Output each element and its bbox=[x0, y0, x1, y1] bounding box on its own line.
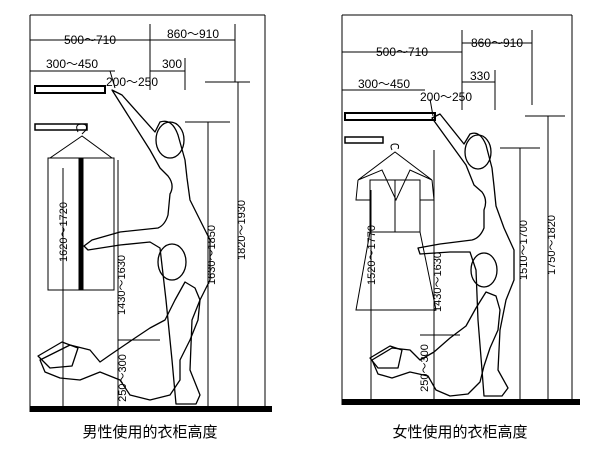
women-top-shelf bbox=[344, 112, 436, 121]
men-hanger-hook bbox=[76, 123, 87, 135]
women-shoe-box bbox=[369, 345, 403, 369]
men-height-label-top: 1820～1930 bbox=[236, 200, 248, 260]
women-width-label-c: 300～450 bbox=[358, 77, 410, 91]
men-standing-body bbox=[83, 89, 211, 405]
men-height-label-low: 250～300 bbox=[117, 354, 129, 402]
women-dress-skirt bbox=[355, 231, 437, 311]
men-crouching-body bbox=[39, 281, 201, 401]
men-height-label-reach: 1430～1630 bbox=[116, 255, 128, 315]
men-crouching-figure bbox=[37, 243, 201, 401]
women-width-label-b: 860～910 bbox=[471, 36, 523, 50]
men-standing-head bbox=[155, 121, 185, 159]
men-standing-figure bbox=[83, 89, 211, 405]
women-crouching-body bbox=[371, 291, 501, 397]
men-floor bbox=[30, 406, 272, 412]
women-height-label-low: 250～300 bbox=[419, 344, 431, 392]
men-height-label-shoulder: 1630～1850 bbox=[206, 225, 218, 285]
women-standing-figure bbox=[417, 113, 515, 397]
women-height-label-hang: 1520～1770 bbox=[366, 225, 378, 285]
men-height-label-hang: 1620～1720 bbox=[58, 202, 70, 262]
men-width-label-a: 500～710 bbox=[64, 33, 116, 47]
women-crouching-head bbox=[470, 252, 498, 288]
men-caption: 男性使用的衣柜高度 bbox=[82, 423, 217, 441]
men-crouching-head bbox=[157, 243, 187, 281]
women-caption: 女性使用的衣柜高度 bbox=[392, 423, 527, 441]
women-crouching-figure bbox=[369, 252, 501, 397]
women-floor bbox=[342, 399, 580, 405]
men-dim-leader bbox=[109, 70, 116, 89]
women-hanging-rod bbox=[344, 136, 384, 144]
women-height-label-top: 1750～1820 bbox=[546, 215, 558, 275]
women-width-label-a: 500～710 bbox=[376, 45, 428, 59]
men-hanger bbox=[48, 135, 114, 159]
women-dim-leader bbox=[429, 98, 434, 117]
men-panel: 500～710 860～910 300～450 300 200～250 1620… bbox=[29, 14, 272, 441]
men-top-shelf bbox=[34, 85, 106, 94]
women-width-label-d: 330 bbox=[470, 69, 490, 83]
women-standing-head bbox=[464, 134, 492, 170]
women-height-label-reach: 1430～1630 bbox=[432, 252, 444, 312]
men-width-label-b: 860～910 bbox=[167, 27, 219, 41]
men-hanging-rod bbox=[34, 123, 88, 131]
women-hanger-hook bbox=[390, 143, 400, 151]
women-panel: 500～710 860～910 300～450 330 200～250 1520… bbox=[341, 14, 580, 441]
men-width-label-d: 300 bbox=[162, 57, 182, 71]
women-height-label-shoulder: 1510～1700 bbox=[518, 220, 530, 280]
men-shoe-box bbox=[37, 341, 79, 369]
women-width-label-e: 200～250 bbox=[420, 90, 472, 104]
men-width-label-c: 300～450 bbox=[46, 57, 98, 71]
women-standing-body bbox=[417, 113, 515, 397]
men-width-label-e: 200～250 bbox=[106, 75, 158, 89]
